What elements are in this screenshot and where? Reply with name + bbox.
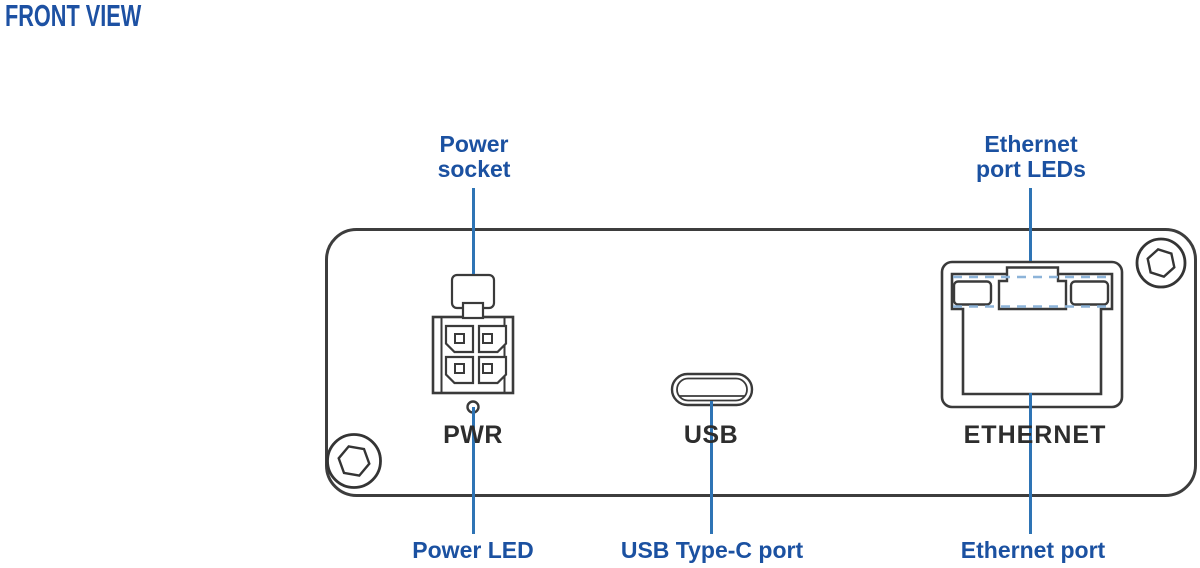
power-socket-connector [431,273,515,395]
callout-leader-lines [472,188,1032,534]
ethernet-rj45-port [940,260,1124,409]
hex-screw-top-right-icon [1135,237,1187,289]
callout-ethernet-port-leds: Ethernet port LEDs [976,131,1086,182]
page-title: FRONT VIEW [5,0,142,33]
callout-power-socket: Power socket [437,131,511,182]
callout-ethernet-port: Ethernet port [960,537,1106,563]
panel-label-ethernet: ETHERNET [963,421,1107,449]
hex-screw-bottom-left-icon [326,433,382,489]
usb-c-port [670,372,754,407]
ethernet-led-window-left [952,280,993,306]
callout-power-led: Power LED [412,537,534,563]
callout-usb-type-c-port: USB Type-C port [620,537,804,563]
panel-label-pwr: PWR [443,421,503,449]
panel-label-usb: USB [683,421,739,449]
ethernet-led-window-right [1069,280,1110,306]
ethernet-led-dashed-lines [953,275,1111,308]
